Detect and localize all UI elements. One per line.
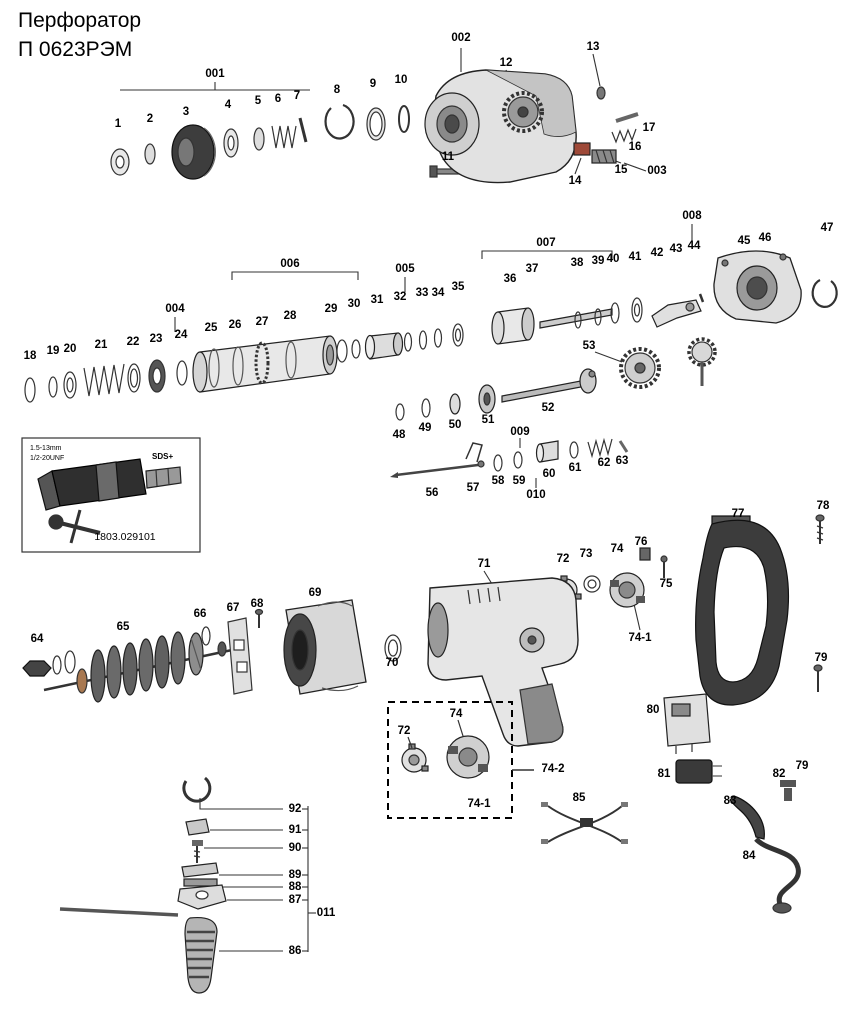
page-title-line1: Перфоратор (18, 9, 142, 32)
selector-assembly-drawing (390, 437, 629, 478)
barrel-assembly-drawing (24, 323, 464, 403)
gear-housing-drawing (424, 69, 639, 184)
inset-thread-label: 1/2-20UNF (30, 455, 65, 462)
housing-handle-drawing (427, 514, 825, 747)
inset-order-number: 1803.029101 (94, 531, 156, 543)
inset-size-range-label: 1.5-13mm (30, 445, 62, 452)
chuck-inset-drawing (21, 437, 201, 553)
inset-shank-label: SDS+ (152, 452, 174, 461)
chuck-nose-parts-drawing (110, 103, 465, 180)
crank-gear-assembly-drawing (395, 250, 838, 421)
side-handle-assembly-drawing (59, 776, 227, 994)
electrical-parts-drawing (541, 693, 801, 914)
brush-option-box-drawing (387, 701, 534, 819)
page-title-line2: П 0623РЭМ (18, 38, 133, 61)
page-title: Перфоратор П 0623РЭМ (18, 6, 141, 64)
